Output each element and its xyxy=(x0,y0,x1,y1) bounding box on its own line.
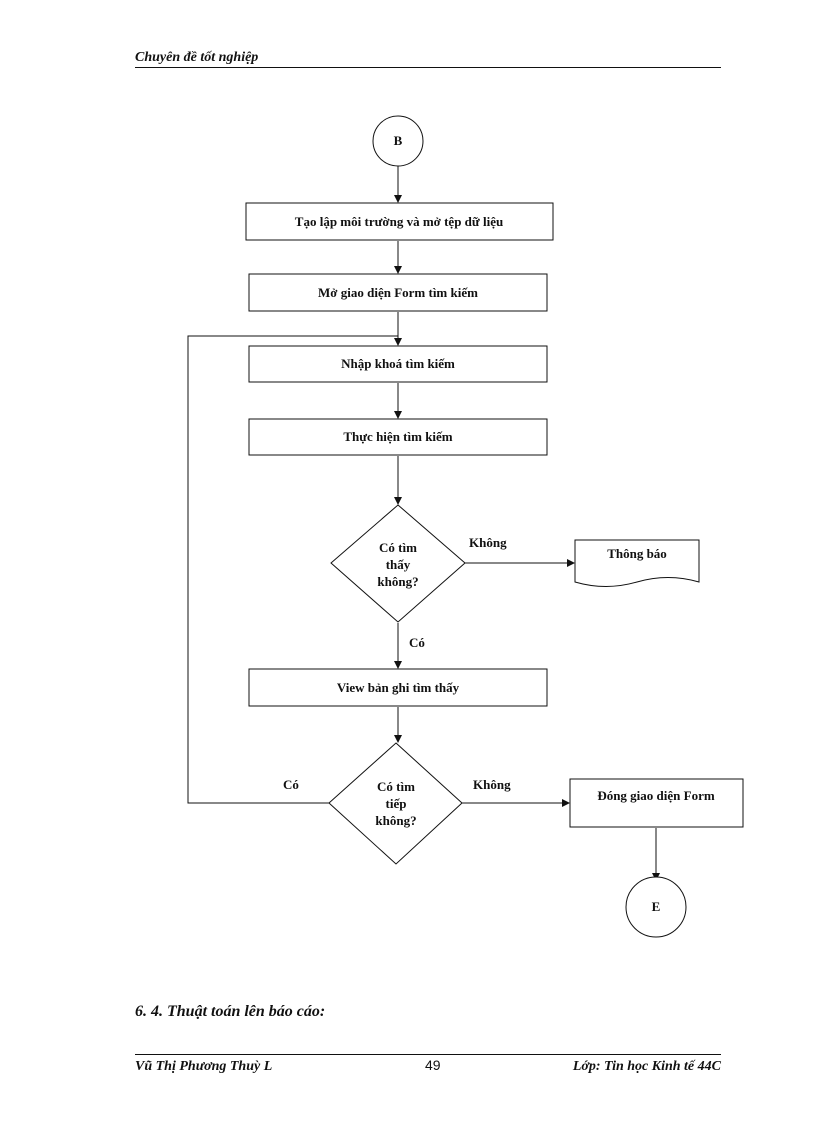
process-box-search xyxy=(248,418,548,456)
process-label-setup: Tạo lập môi trường và mở tệp dữ liệu xyxy=(295,214,503,229)
process-box-enter-key xyxy=(248,345,548,383)
end-connector-label: E xyxy=(652,899,661,914)
process-box-view-record xyxy=(248,668,548,707)
notice-label: Thông báo xyxy=(607,546,667,561)
decision-continue-line-3: không? xyxy=(375,813,416,828)
process-box-open-form xyxy=(248,273,548,312)
decision-continue-yes-label: Có xyxy=(283,777,299,792)
decision-diamond-found xyxy=(330,504,466,623)
notice-document-shape xyxy=(574,539,700,587)
decision-continue-line-1: Có tìm xyxy=(377,779,415,794)
end-connector xyxy=(625,876,687,938)
process-box-close-form xyxy=(569,778,744,828)
process-label-search: Thực hiện tìm kiếm xyxy=(343,429,452,444)
decision-found-line-3: không? xyxy=(377,574,418,589)
process-label-view-record: View bản ghi tìm thấy xyxy=(337,680,460,695)
header-title: Chuyên đề tốt nghiệp xyxy=(135,50,259,65)
section-title: 6. 4. Thuật toán lên báo cáo: xyxy=(135,1003,326,1020)
decision-found-yes-label: Có xyxy=(409,635,425,650)
start-connector xyxy=(372,115,424,167)
decision-continue-no-label: Không xyxy=(473,777,511,792)
footer-author: Vũ Thị Phương Thuỳ L xyxy=(135,1059,273,1074)
process-label-enter-key: Nhập khoá tìm kiếm xyxy=(341,356,455,371)
decision-found-no-label: Không xyxy=(469,535,507,550)
page-footer: Vũ Thị Phương Thuỳ L 49 Lớp: Tin học Kin… xyxy=(135,1054,721,1077)
process-label-open-form: Mở giao diện Form tìm kiếm xyxy=(318,285,478,300)
decision-diamond-continue xyxy=(328,742,463,865)
process-label-close-form: Đóng giao diện Form xyxy=(597,788,715,803)
decision-found-line-2: thấy xyxy=(386,557,411,572)
decision-found-line-1: Có tìm xyxy=(379,540,417,555)
footer-class-info: Lớp: Tin học Kinh tế 44C xyxy=(572,1059,721,1074)
flowchart: B Tạo lập môi trường và mở tệp dữ liệu M… xyxy=(187,115,744,938)
decision-continue-line-2: tiếp xyxy=(386,796,407,811)
footer-page-number: 49 xyxy=(425,1057,441,1073)
process-box-setup xyxy=(245,202,554,241)
page-header: Chuyên đề tốt nghiệp xyxy=(135,50,721,68)
loop-back-line xyxy=(187,335,398,804)
start-connector-label: B xyxy=(394,133,403,148)
